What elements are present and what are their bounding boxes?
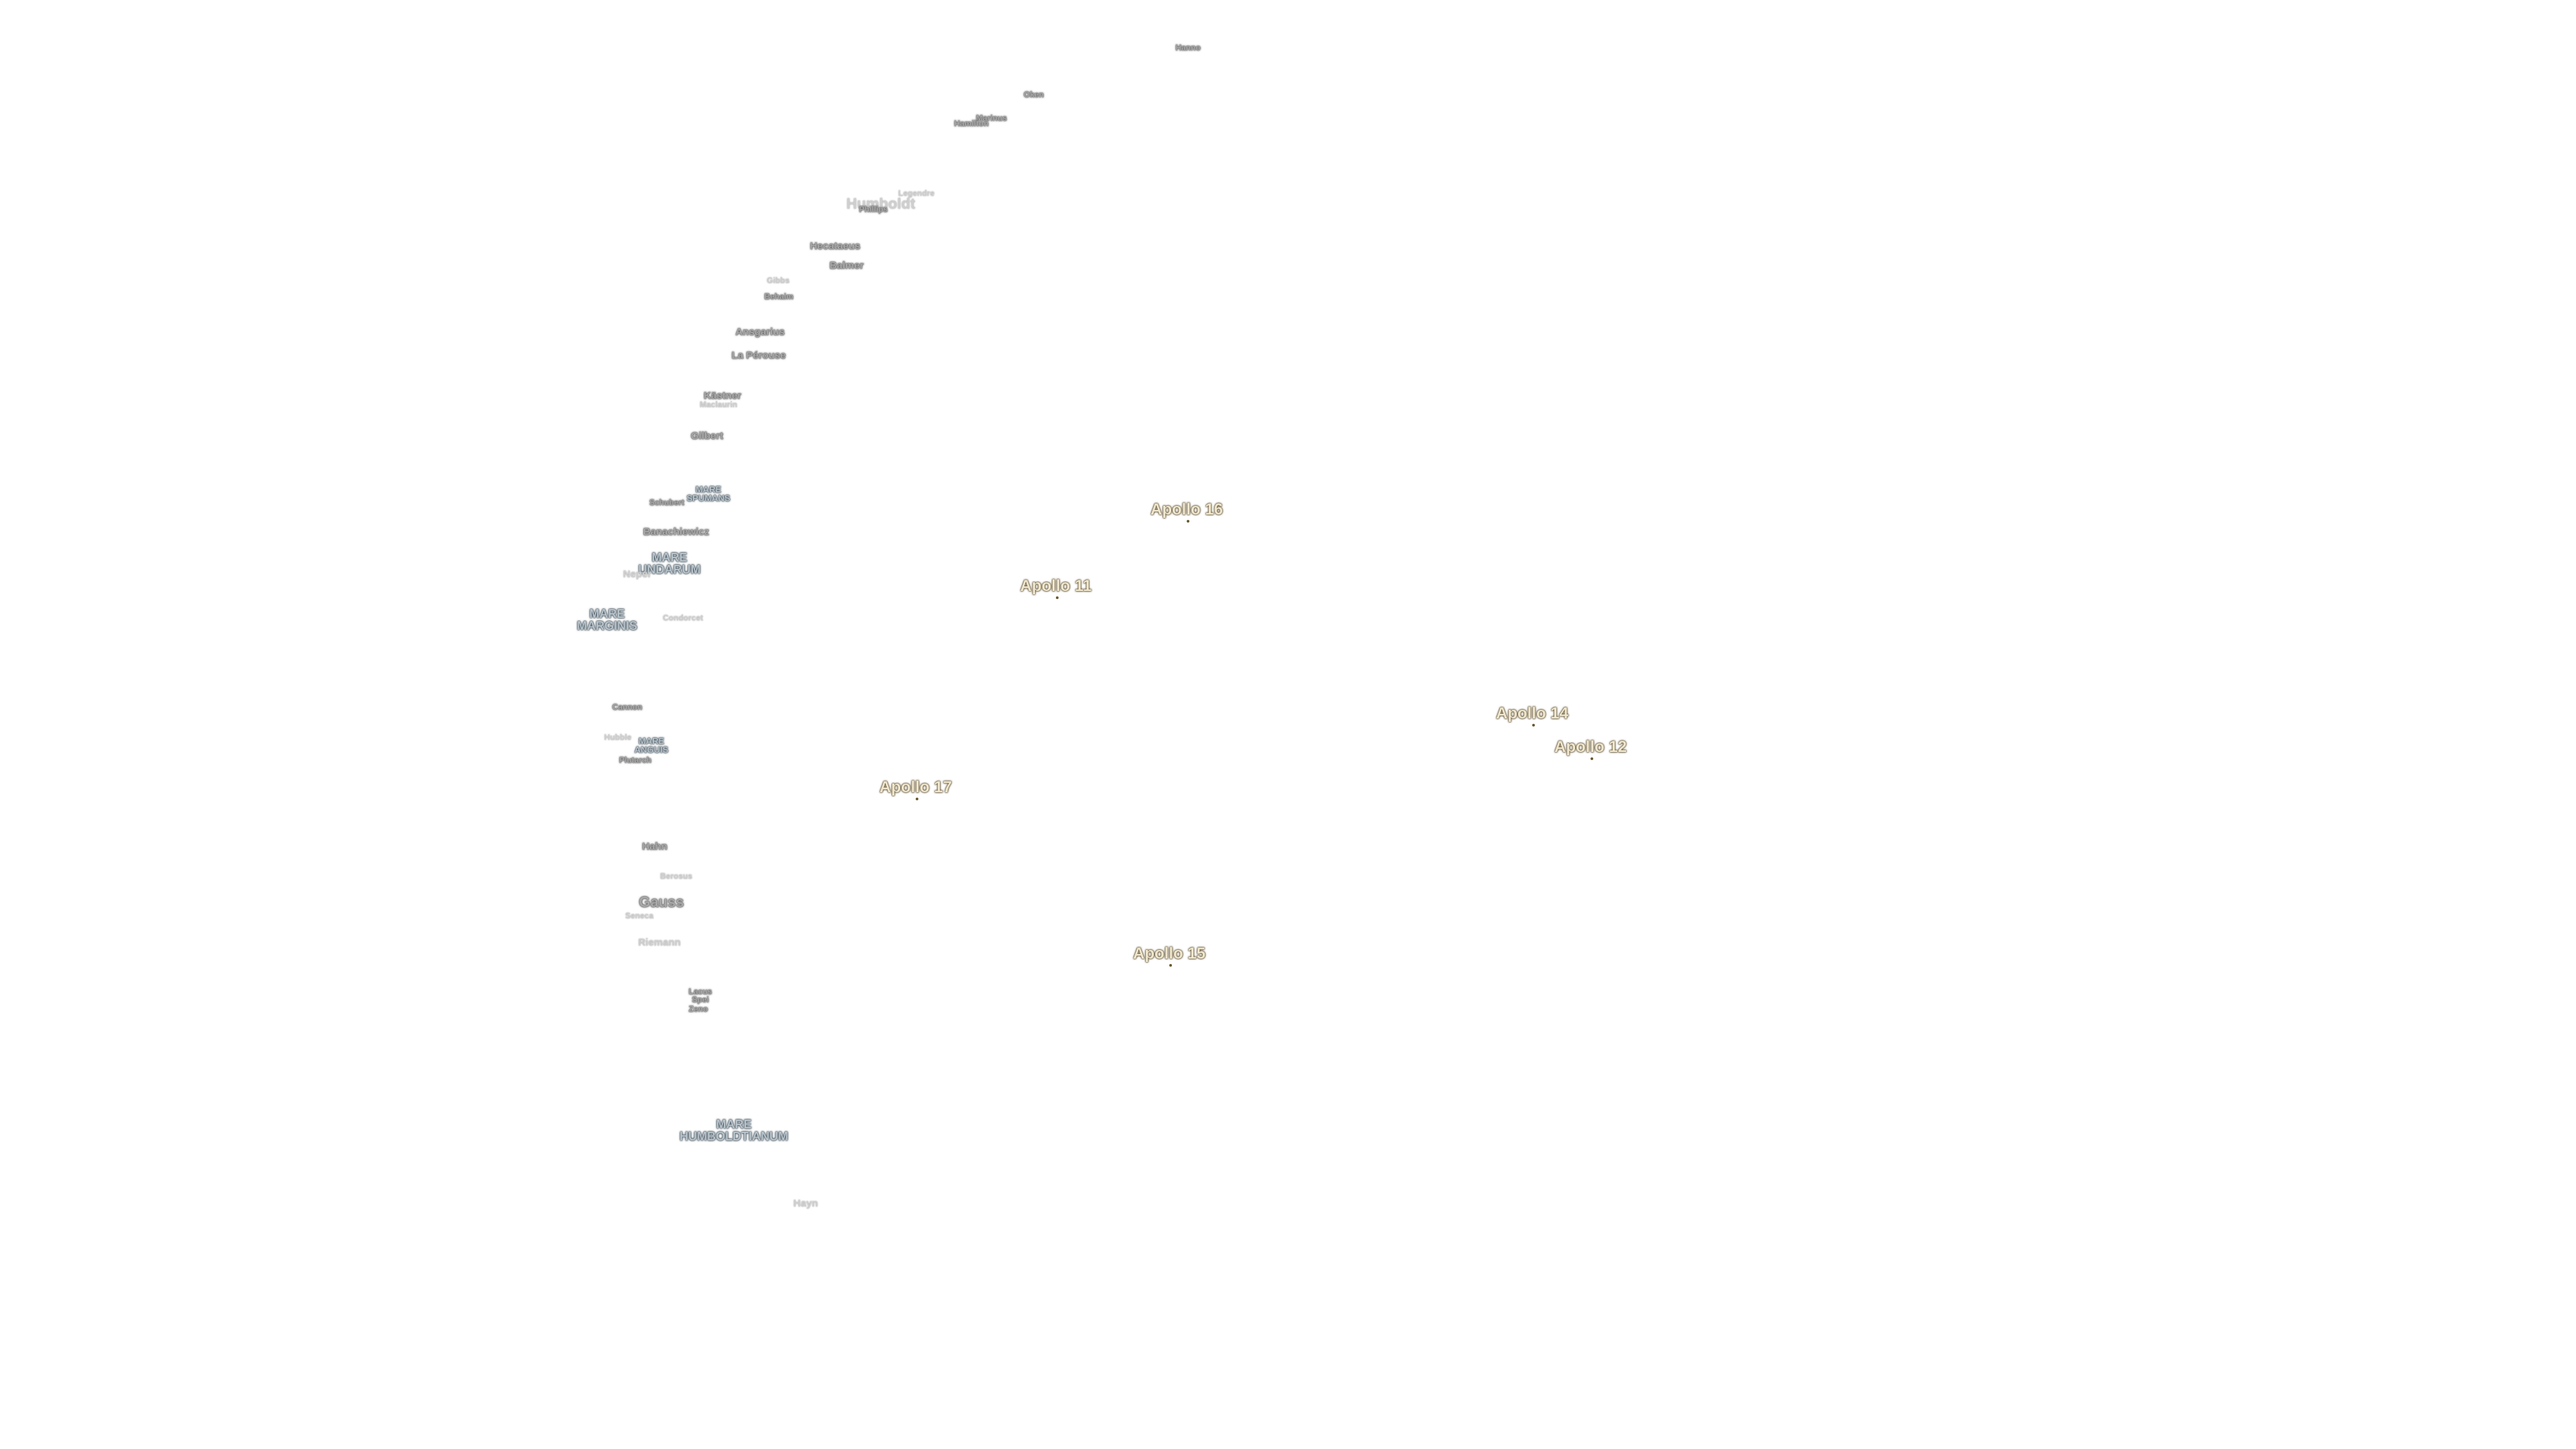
crater-berosus-label[interactable]: Berosus <box>659 871 693 881</box>
crater-hahn-label[interactable]: Hahn <box>642 841 667 853</box>
apollo-16-marker <box>1187 520 1189 523</box>
apollo-15-marker <box>1169 964 1172 967</box>
crater-hamilton-label[interactable]: Hamilton <box>954 119 989 128</box>
mare-undarum-label[interactable]: MARE UNDARUM <box>638 551 701 576</box>
apollo-17-label[interactable]: Apollo 17 <box>879 778 953 796</box>
crater-schubert-label[interactable]: Schubert <box>649 498 685 507</box>
crater-maclaurin-label[interactable]: Maclaurin <box>699 400 738 409</box>
crater-condorcet-label[interactable]: Condorcet <box>663 613 703 623</box>
apollo-14-label[interactable]: Apollo 14 <box>1495 704 1569 722</box>
crater-marinus-label[interactable]: Marinus <box>975 113 1008 123</box>
crater-plutarch-label[interactable]: Plutarch <box>619 755 652 765</box>
crater-seneca-label[interactable]: Seneca <box>625 911 654 920</box>
crater-hecataeus-label[interactable]: Hecataeus <box>810 240 861 252</box>
apollo-14-marker <box>1532 724 1535 727</box>
crater-legendre-label[interactable]: Legendre <box>898 189 935 198</box>
crater-kastner-label[interactable]: Kästner <box>704 390 741 402</box>
crater-neper-label[interactable]: Neper <box>623 568 652 580</box>
mare-marginis-label[interactable]: MARE MARGINIS <box>577 607 637 633</box>
crater-zeno-label[interactable]: Zeno <box>688 1004 708 1014</box>
crater-behaim-label[interactable]: Behaim <box>764 292 794 301</box>
crater-hubble-label[interactable]: Hubble <box>604 733 632 742</box>
crater-gauss-label[interactable]: Gauss <box>639 894 684 910</box>
crater-gibbs-label[interactable]: Gibbs <box>766 276 790 285</box>
apollo-16-label[interactable]: Apollo 16 <box>1150 500 1224 519</box>
crater-hayn-label[interactable]: Hayn <box>793 1197 818 1210</box>
lacus-spei-label[interactable]: Lacus Spei <box>688 987 712 1004</box>
apollo-11-label[interactable]: Apollo 11 <box>1020 577 1092 595</box>
crater-humboldt-label[interactable]: Humboldt <box>846 195 916 212</box>
mare-anguis-label[interactable]: MARE ANGUIS <box>634 736 669 755</box>
crater-la-perouse-label[interactable]: La Pérouse <box>731 350 786 362</box>
crater-hanno-label[interactable]: Hanno <box>1175 43 1201 52</box>
apollo-15-label[interactable]: Apollo 15 <box>1132 945 1206 963</box>
mare-spumans-label[interactable]: MARE SPUMANS <box>686 484 731 503</box>
crater-gilbert-label[interactable]: Gilbert <box>690 430 724 442</box>
crater-cannon-label[interactable]: Cannon <box>612 702 643 712</box>
crater-oken-label[interactable]: Oken <box>1023 90 1044 99</box>
apollo-11-marker <box>1056 596 1059 599</box>
apollo-17-marker <box>916 798 918 800</box>
apollo-12-label[interactable]: Apollo 12 <box>1554 738 1627 756</box>
crater-balmer-label[interactable]: Balmer <box>829 260 864 272</box>
crater-ansgarius-label[interactable]: Ansgarius <box>735 326 785 338</box>
mare-humboldtianum-label[interactable]: MARE HUMBOLDTIANUM <box>680 1118 788 1143</box>
crater-riemann-label[interactable]: Riemann <box>638 936 681 949</box>
apollo-12-marker <box>1591 757 1593 760</box>
crater-phillips-label[interactable]: Phillips <box>859 205 888 214</box>
crater-banachiewicz-label[interactable]: Banachiewicz <box>643 526 710 538</box>
